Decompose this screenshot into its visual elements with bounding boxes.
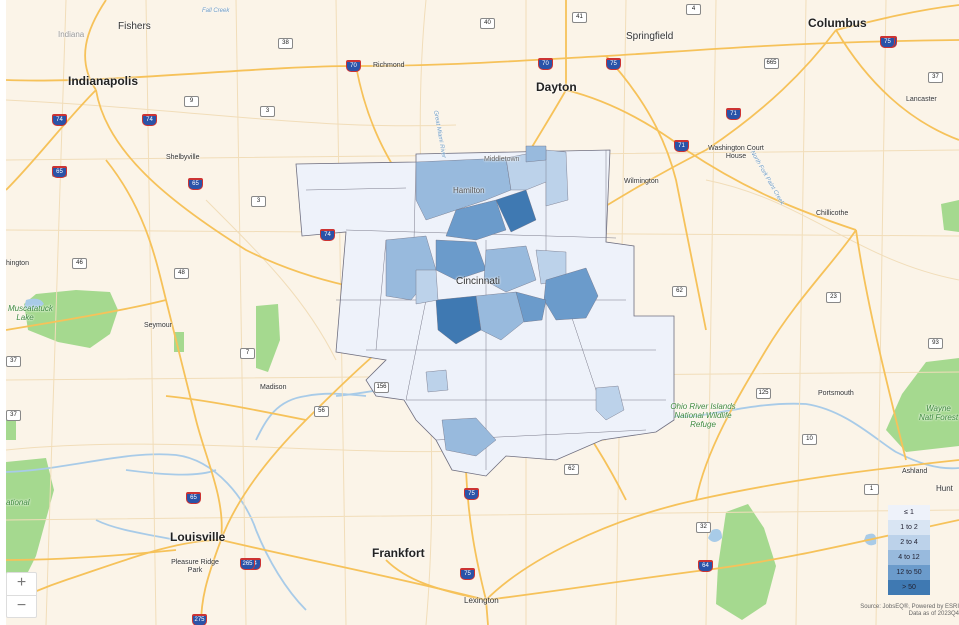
city-dayton: Dayton <box>536 80 577 94</box>
route-shield: 56 <box>314 406 329 417</box>
route-shield: 665 <box>764 58 779 69</box>
park-muscatatuck: Muscatatuck Lake <box>8 304 53 322</box>
route-shield: 1 <box>864 484 879 495</box>
interstate-shield: 71 <box>726 108 741 120</box>
city-lexington: Lexington <box>464 596 499 605</box>
city-richmond: Richmond <box>373 62 405 69</box>
interstate-shield: 75 <box>460 568 475 580</box>
legend-item: 1 to 2 <box>888 520 930 535</box>
zoom-in-button[interactable]: + <box>16 574 27 591</box>
interstate-shield: 65 <box>52 166 67 178</box>
route-shield: 40 <box>480 18 495 29</box>
city-indianapolis: Indianapolis <box>68 74 139 88</box>
route-shield: 62 <box>672 286 687 297</box>
map-canvas[interactable]: Indianapolis Fishers Indiana Dayton Spri… <box>6 0 959 625</box>
city-huntington: Hunt <box>936 484 953 493</box>
interstate-shield: 65 <box>188 178 203 190</box>
legend-item: 2 to 4 <box>888 535 930 550</box>
city-hamilton: Hamilton <box>453 186 485 195</box>
route-shield: 62 <box>564 464 579 475</box>
city-middletown: Middletown <box>484 156 520 163</box>
legend-item: ≤ 1 <box>888 505 930 520</box>
interstate-shield: 265 <box>240 558 255 570</box>
route-shield: 38 <box>278 38 293 49</box>
route-shield: 23 <box>826 292 841 303</box>
city-seymour: Seymour <box>144 322 173 329</box>
city-lancaster: Lancaster <box>906 96 937 103</box>
city-frankfort: Frankfort <box>372 546 425 560</box>
interstate-shield: 71 <box>674 140 689 152</box>
interstate-shield: 70 <box>346 60 361 72</box>
interstate-shield: 64 <box>698 560 713 572</box>
route-shield: 41 <box>572 12 587 23</box>
city-portsmouth: Portsmouth <box>818 390 854 397</box>
park-ohio-river-islands: Ohio River Islands National Wildlife Ref… <box>670 402 736 429</box>
route-shield: 37 <box>928 72 943 83</box>
park-national: ational <box>6 498 30 507</box>
park-wayne-forest: Wayne Natl Forest <box>918 404 959 422</box>
legend-item: 4 to 12 <box>888 550 930 565</box>
interstate-shield: 74 <box>52 114 67 126</box>
attribution-source: Source: JobsEQ®, Powered by ESRI <box>860 604 959 610</box>
city-chillicothe: Chillicothe <box>816 210 849 217</box>
route-shield: 37 <box>6 356 21 367</box>
route-shield: 125 <box>756 388 771 399</box>
city-wilmington: Wilmington <box>624 178 659 185</box>
route-shield: 4 <box>686 4 701 15</box>
city-fishers: Fishers <box>118 21 151 32</box>
route-shield: 48 <box>174 268 189 279</box>
route-shield: 32 <box>696 522 711 533</box>
map-attribution: Source: JobsEQ®, Powered by ESRI Data as… <box>839 604 959 618</box>
basemap <box>6 0 959 625</box>
highways <box>6 0 959 625</box>
city-columbus: Columbus <box>808 16 867 30</box>
route-shield: 37 <box>6 410 21 421</box>
route-shield: 9 <box>184 96 199 107</box>
route-shield: 3 <box>260 106 275 117</box>
zoom-out-button[interactable]: − <box>7 595 36 618</box>
city-washington-court-house: Washington Court House <box>708 145 764 160</box>
interstate-shield: 70 <box>538 58 553 70</box>
route-shield: 3 <box>251 196 266 207</box>
route-shield: 156 <box>374 382 389 393</box>
interstate-shield: 65 <box>186 492 201 504</box>
city-cincinnati: Cincinnati <box>456 276 500 287</box>
state-label-indiana: Indiana <box>58 30 85 39</box>
interstate-shield: 75 <box>464 488 479 500</box>
attribution-date: Data as of 2023Q4 <box>908 611 959 617</box>
route-shield: 46 <box>72 258 87 269</box>
city-washington: hington <box>6 260 29 267</box>
city-madison: Madison <box>260 384 287 391</box>
city-pleasure-ridge-park: Pleasure Ridge Park <box>171 559 219 574</box>
interstate-shield: 75 <box>606 58 621 70</box>
route-shield: 93 <box>928 338 943 349</box>
river-fall-creek: Fall Creek <box>202 8 230 14</box>
city-shelbyville: Shelbyville <box>166 154 200 161</box>
forest-areas <box>6 200 959 620</box>
legend-item: > 50 <box>888 580 930 595</box>
legend-item: 12 to 50 <box>888 565 930 580</box>
route-shield: 7 <box>240 348 255 359</box>
interstate-shield: 74 <box>320 229 335 241</box>
route-shield: 10 <box>802 434 817 445</box>
interstate-shield: 75 <box>880 36 895 48</box>
city-springfield: Springfield <box>626 31 674 42</box>
city-ashland: Ashland <box>902 468 928 475</box>
city-louisville: Louisville <box>170 530 226 544</box>
interstate-shield: 275 <box>192 614 207 625</box>
choropleth-shaded-areas <box>385 145 625 457</box>
interstate-shield: 74 <box>142 114 157 126</box>
zoom-control: + − <box>6 572 37 618</box>
